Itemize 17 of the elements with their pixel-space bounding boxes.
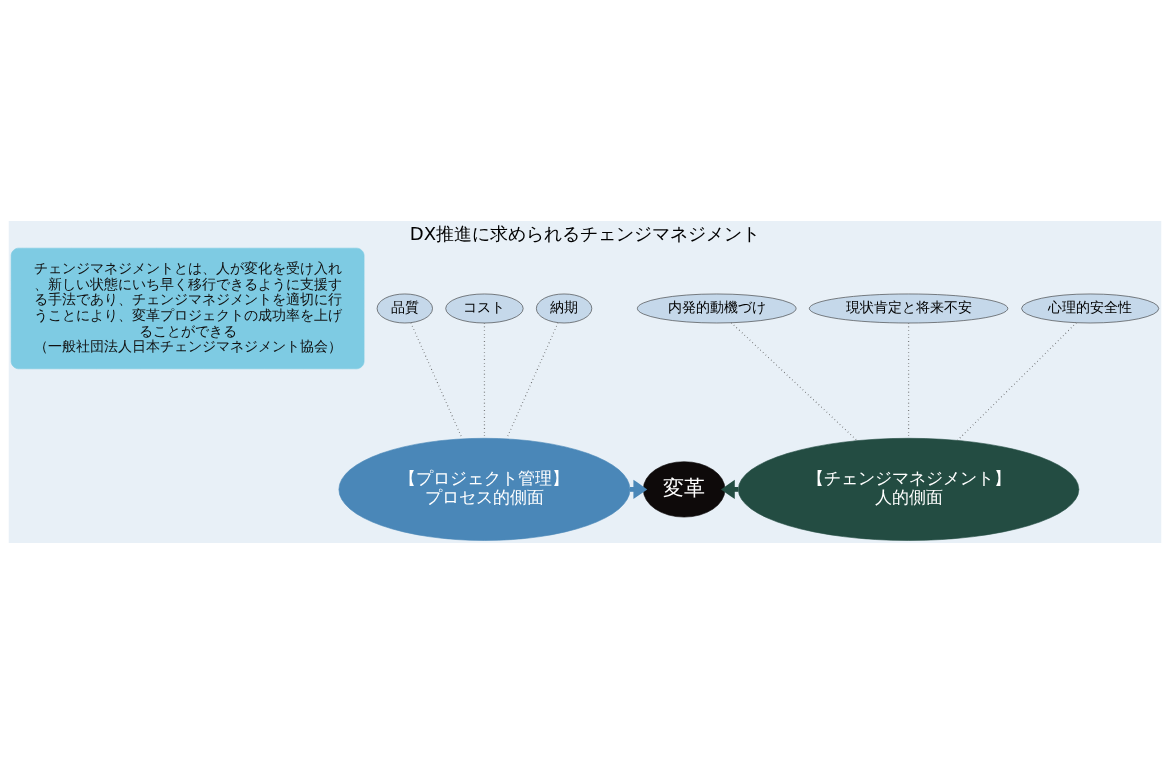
node-ellipse: 納期 <box>536 293 593 324</box>
connector <box>483 322 486 439</box>
connector <box>957 322 1077 441</box>
diagram-title: DX推進に求められるチェンジマネジメント <box>409 223 761 245</box>
node-ellipse: 変革 <box>642 461 726 518</box>
connector <box>506 322 559 440</box>
node-ellipse: 心理的安全性 <box>1021 293 1160 324</box>
connector <box>907 322 910 439</box>
node-ellipse: 【チェンジマネジメント】 人的側面 <box>738 438 1080 541</box>
node-ellipse: 内発的動機づけ <box>637 293 797 324</box>
node-ellipse: 【プロジェクト管理】 プロセス的側面 <box>338 438 631 541</box>
connector <box>410 322 463 440</box>
connector <box>730 322 858 442</box>
node-box: チェンジマネジメントとは、人が変化を受け入れ、新しい状態にいち早く移行できるように支援する手法であり、チェンジマネジメントを適切に行うことにより、変革プロジェクトの成功率を上げることができる （一般社団法人日本チェンジマネジメント協会） <box>10 247 365 370</box>
node-ellipse: 品質 <box>376 293 433 324</box>
node-ellipse: 現状肯定と将来不安 <box>809 293 1009 324</box>
node-ellipse: コスト <box>445 293 524 324</box>
